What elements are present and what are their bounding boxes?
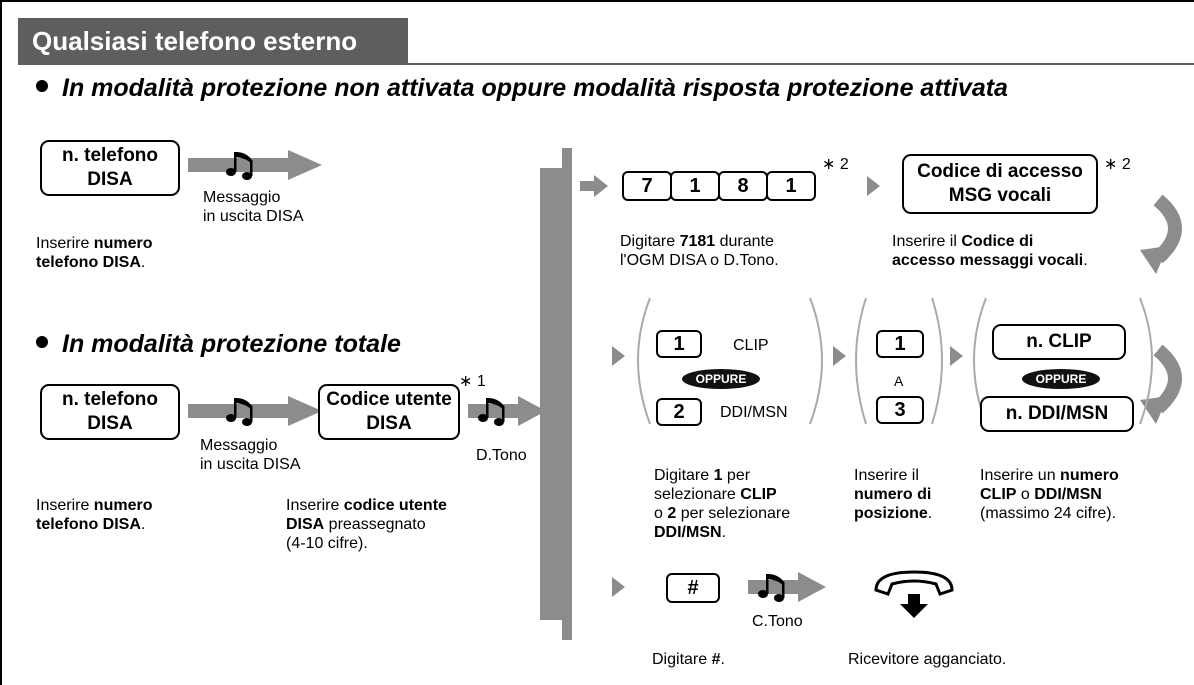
dtono-label: D.Tono bbox=[476, 447, 527, 464]
ctono-label: C.Tono bbox=[752, 613, 803, 630]
key-position-1: 1 bbox=[876, 330, 924, 358]
arrow-dtono bbox=[468, 396, 546, 426]
title-underline bbox=[18, 63, 1194, 65]
instruction-hang-up: Ricevitore agganciato. bbox=[848, 651, 1007, 668]
section-header-protezione-non-attivata: In modalità protezione non attivata oppu… bbox=[36, 74, 1008, 103]
arrow-messaggio-1 bbox=[188, 150, 322, 180]
oppure-badge: OPPURE bbox=[682, 369, 760, 389]
parentheses bbox=[637, 297, 1153, 425]
clip-number-box: n. CLIP bbox=[992, 324, 1126, 360]
instruction-dial-hash: Digitare #. bbox=[652, 651, 725, 668]
key-1-clip: 1 bbox=[656, 330, 702, 358]
hangup-phone-icon bbox=[874, 570, 954, 618]
ddi-msn-label: DDI/MSN bbox=[720, 404, 788, 421]
arrow-ctono bbox=[748, 572, 826, 602]
key-position-3: 3 bbox=[876, 396, 924, 424]
frame-left-border bbox=[0, 0, 2, 685]
key-1: 1 bbox=[766, 171, 816, 201]
key-2-ddi: 2 bbox=[656, 398, 702, 426]
key-1: 1 bbox=[670, 171, 720, 201]
instruction-phone-number: Inserire numero telefono DISA. bbox=[36, 497, 153, 533]
frame-top-border bbox=[0, 0, 1194, 2]
clip-label: CLIP bbox=[733, 337, 769, 354]
return-arrow-2 bbox=[1140, 344, 1182, 424]
footnote-ref: ∗ 2 bbox=[822, 156, 849, 173]
footnote-ref: ∗ 1 bbox=[459, 373, 486, 390]
oppure-badge: OPPURE bbox=[1022, 369, 1100, 389]
bullet-dot bbox=[36, 336, 48, 349]
section-header-protezione-totale: In modalità protezione totale bbox=[36, 330, 401, 359]
arrow-messaggio-2 bbox=[188, 396, 322, 426]
bracket-bar bbox=[540, 148, 572, 640]
ddi-msn-number-box: n. DDI/MSN bbox=[980, 396, 1134, 432]
bullet-dot bbox=[36, 80, 48, 93]
key-8: 8 bbox=[718, 171, 768, 201]
key-hash: # bbox=[666, 573, 720, 603]
footnote-ref: ∗ 2 bbox=[1104, 156, 1131, 173]
instruction-phone-number: Inserire numero telefono DISA. bbox=[36, 235, 153, 271]
key-7: 7 bbox=[622, 171, 672, 201]
return-arrow-1 bbox=[1140, 194, 1182, 274]
step-arrows bbox=[580, 175, 963, 597]
range-a-label: A bbox=[894, 373, 904, 389]
page-title: Qualsiasi telefono esterno bbox=[18, 18, 408, 64]
